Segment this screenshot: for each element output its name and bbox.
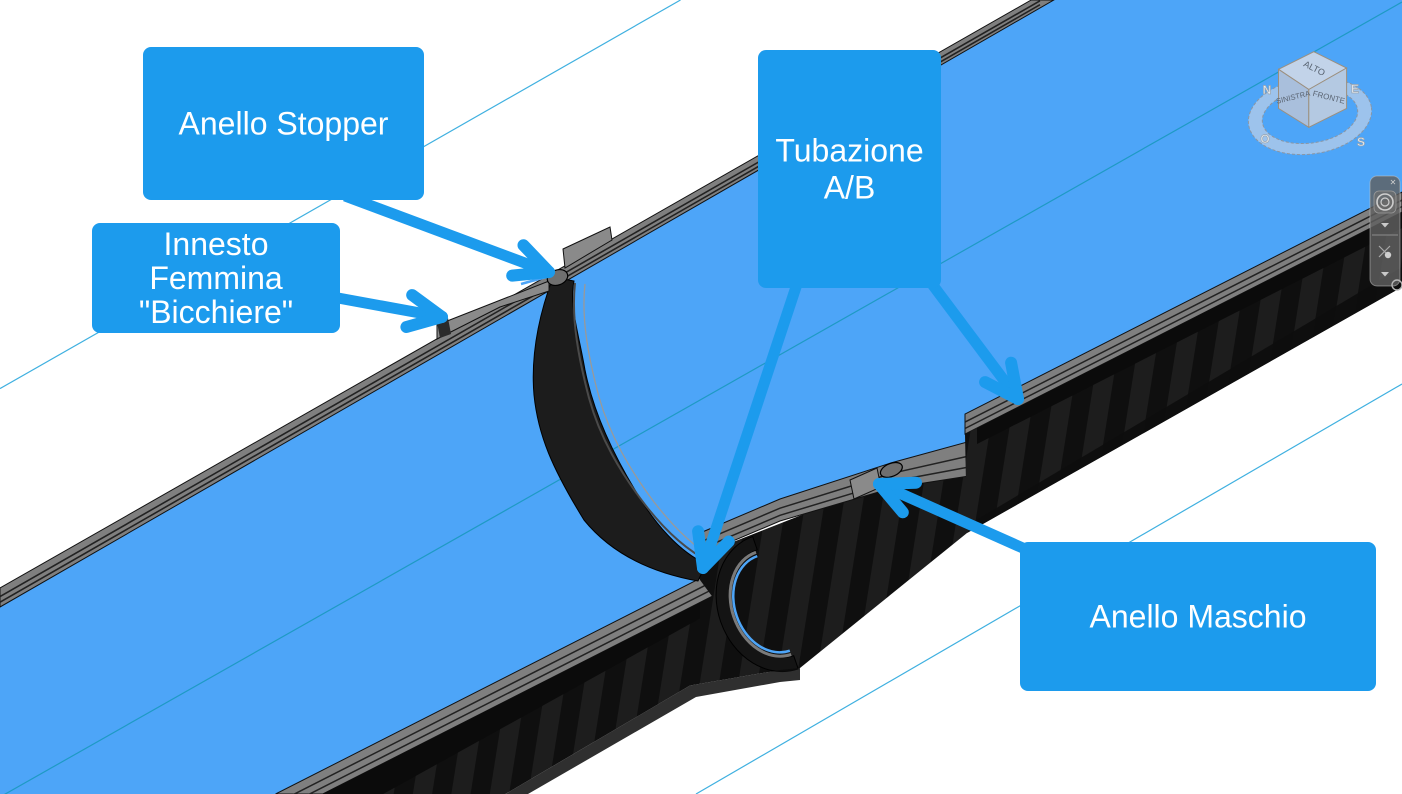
svg-text:Innesto: Innesto [164,226,269,262]
svg-text:E: E [1351,82,1359,96]
svg-text:O: O [1260,132,1269,146]
svg-text:Femmina: Femmina [149,260,283,296]
svg-text:S: S [1357,135,1365,149]
svg-text:Anello Stopper: Anello Stopper [179,106,389,142]
svg-text:N: N [1263,83,1272,97]
svg-text:A/B: A/B [824,170,876,206]
svg-text:✕: ✕ [1390,178,1397,187]
svg-text:Anello Maschio: Anello Maschio [1090,599,1307,635]
svg-text:"Bicchiere": "Bicchiere" [139,294,293,330]
svg-text:Tubazione: Tubazione [775,133,923,169]
